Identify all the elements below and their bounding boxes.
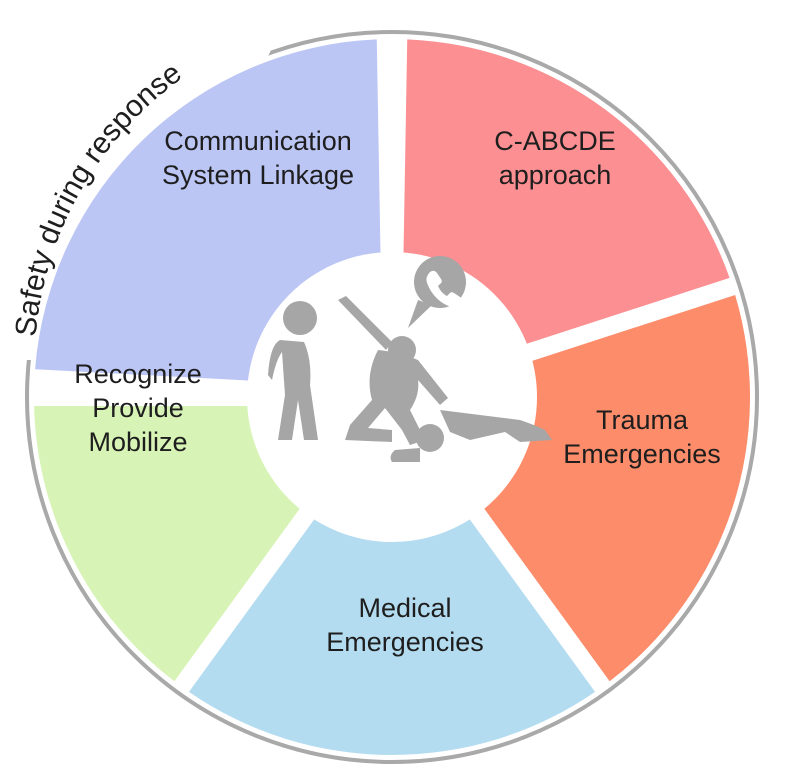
segment-label-line: Medical (358, 593, 451, 623)
speech-bubble-tail-icon (408, 300, 432, 328)
segment-label-line: approach (499, 160, 612, 190)
segment-label-line: System Linkage (162, 160, 354, 190)
segment-cabcde (403, 39, 730, 346)
segment-trauma (481, 294, 750, 682)
segment-label-line: Emergencies (326, 627, 484, 657)
segment-recognize (34, 405, 303, 682)
casualty-head-icon (416, 424, 444, 452)
bystander-body-icon (268, 340, 318, 440)
bystander-head-icon (283, 301, 317, 335)
outer-ring (25, 30, 759, 764)
segment-label-line: Recognize (74, 359, 202, 389)
responder-arm-raised-icon (338, 296, 392, 350)
segment-label-line: Trauma (596, 405, 689, 435)
casualty-arm-icon (390, 448, 420, 462)
segment-label-line: Mobilize (88, 427, 187, 457)
segment-label-line: Provide (92, 393, 184, 423)
segment-label-line: Communication (164, 126, 352, 156)
segment-label-line: Emergencies (563, 439, 721, 469)
segment-label-cabcde: C-ABCDE approach (494, 126, 616, 190)
casualty-body-icon (440, 410, 552, 442)
segment-medical (188, 515, 596, 755)
segment-label-line: C-ABCDE (494, 126, 616, 156)
phone-icon (426, 270, 463, 308)
responder-body-icon (345, 350, 448, 445)
first-responder-cpr-icon (268, 256, 552, 462)
